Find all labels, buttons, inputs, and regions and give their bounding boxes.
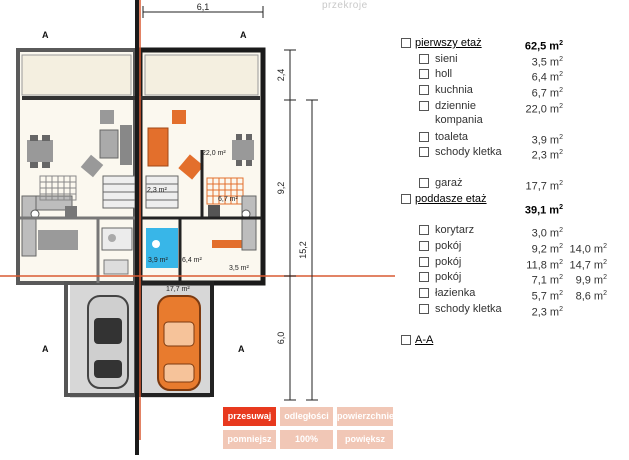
room-area: 3,5 m bbox=[531, 56, 560, 69]
move-button[interactable]: przesuwaj bbox=[223, 407, 276, 426]
room-row[interactable]: schody kletka 2,3 m2 bbox=[400, 145, 625, 176]
room-label: 6,7 m² bbox=[218, 196, 239, 203]
room-area: 11,8 m bbox=[526, 259, 560, 272]
room-row[interactable]: pokój 9,2 m2 14,0 m2 bbox=[400, 239, 625, 255]
room-row[interactable]: sieni 3,5 m2 bbox=[400, 52, 625, 68]
room-label: schody kletka bbox=[435, 302, 502, 315]
room-checkbox[interactable] bbox=[419, 131, 429, 142]
room-row[interactable]: kuchnia 6,7 m2 bbox=[400, 83, 625, 100]
section-mark-br: A bbox=[238, 344, 245, 354]
room-label: kuchnia bbox=[435, 84, 473, 97]
room-area: 6,4 m bbox=[531, 72, 560, 85]
room-area: 22,0 m bbox=[525, 103, 560, 116]
room-checkbox[interactable] bbox=[419, 256, 429, 267]
section-mark-tl: A bbox=[42, 30, 49, 40]
surfaces-button[interactable]: powierzchnie bbox=[337, 407, 394, 426]
room-label: sieni bbox=[435, 52, 458, 65]
room-area: 5,7 m bbox=[531, 290, 560, 303]
ground-floor-row[interactable]: pierwszy etaż 62,5 m2 bbox=[400, 36, 625, 53]
section-mark-bl: A bbox=[42, 344, 49, 354]
room-label: 2,3 m² bbox=[147, 187, 168, 194]
room-row[interactable]: dziennie kompania 22,0 m2 bbox=[400, 99, 625, 130]
room-area-total: 14,0 m bbox=[569, 243, 604, 256]
dim-right-total: 15,2 bbox=[298, 241, 308, 259]
room-checkbox[interactable] bbox=[419, 53, 429, 64]
room-label: 17,7 m² bbox=[166, 286, 190, 293]
room-checkbox[interactable] bbox=[419, 85, 429, 96]
room-label: toaleta bbox=[435, 130, 469, 143]
room-areas-panel: pierwszy etaż 62,5 m2 sieni 3,5 m2 holl … bbox=[400, 36, 625, 348]
room-checkbox[interactable] bbox=[419, 303, 429, 314]
section-aa-row[interactable]: A-A bbox=[400, 333, 625, 349]
room-row[interactable]: pokój 7,1 m2 9,9 m2 bbox=[400, 270, 625, 287]
room-checkbox[interactable] bbox=[419, 147, 429, 158]
dim-right-a: 2,4 bbox=[276, 69, 286, 82]
room-label: korytarz bbox=[435, 224, 475, 237]
room-label: pokój bbox=[435, 239, 462, 252]
room-label: 22,0 m² bbox=[202, 150, 226, 157]
room-checkbox[interactable] bbox=[419, 272, 429, 283]
attic-floor-row[interactable]: poddasze etaż 39,1 m2 bbox=[400, 192, 625, 223]
room-label: holl bbox=[435, 68, 453, 81]
zoom-reset-button[interactable]: 100% bbox=[280, 430, 333, 449]
room-row[interactable]: garaż 17,7 m2 bbox=[400, 176, 625, 194]
section-aa-checkbox[interactable] bbox=[401, 334, 411, 345]
room-area-total: 14,7 m bbox=[569, 259, 604, 272]
room-checkbox[interactable] bbox=[419, 100, 429, 111]
room-area-total: 8,6 m bbox=[575, 290, 604, 303]
ground-floor-title[interactable]: pierwszy etaż bbox=[415, 37, 482, 49]
room-label: 6,4 m² bbox=[182, 257, 203, 264]
room-label: schody kletka bbox=[435, 146, 502, 159]
room-checkbox[interactable] bbox=[419, 240, 429, 251]
attic-floor-checkbox[interactable] bbox=[401, 194, 411, 205]
room-area: 2,3 m bbox=[531, 306, 560, 319]
room-row[interactable]: schody kletka 2,3 m2 bbox=[400, 302, 625, 333]
dim-right-b: 9,2 bbox=[276, 182, 286, 195]
room-area: 6,7 m bbox=[531, 87, 560, 100]
section-mark-tr: A bbox=[240, 30, 247, 40]
room-row[interactable]: korytarz 3,0 m2 bbox=[400, 223, 625, 240]
room-row[interactable]: holl 6,4 m2 bbox=[400, 67, 625, 85]
room-area: 3,9 m bbox=[531, 134, 560, 147]
attic-floor-title[interactable]: poddasze etaż bbox=[415, 193, 487, 206]
dim-top: 6,1 bbox=[197, 2, 210, 12]
room-checkbox[interactable] bbox=[419, 225, 429, 236]
room-label: 3,5 m² bbox=[229, 265, 250, 272]
room-label: łazienka bbox=[435, 286, 476, 299]
room-label: dziennie kompania bbox=[435, 99, 483, 126]
room-area: 9,2 m bbox=[531, 243, 560, 256]
zoom-in-button[interactable]: powiększ bbox=[337, 430, 393, 449]
room-label: 3,9 m² bbox=[148, 257, 169, 264]
sections-tab[interactable]: przekroje bbox=[322, 0, 368, 11]
room-area: 2,3 m bbox=[531, 150, 560, 163]
room-row[interactable]: pokój 11,8 m2 14,7 m2 bbox=[400, 255, 625, 271]
ground-floor-checkbox[interactable] bbox=[401, 38, 411, 48]
section-aa-title[interactable]: A-A bbox=[415, 333, 434, 346]
room-label: garaż bbox=[435, 177, 463, 190]
room-checkbox[interactable] bbox=[419, 69, 429, 80]
room-area: 17,7 m bbox=[525, 181, 560, 194]
room-row[interactable]: toaleta 3,9 m2 bbox=[400, 130, 625, 146]
room-area-total: 9,9 m bbox=[575, 274, 604, 287]
distances-button[interactable]: odległości bbox=[280, 407, 333, 426]
ground-floor-area: 62,5 m bbox=[524, 40, 560, 53]
floor-plan[interactable]: 6,1 2,4 9,2 15,2 6,0 A A A A 22,0 m² 2,3… bbox=[0, 0, 395, 460]
room-area: 3,0 m bbox=[531, 227, 560, 240]
room-label: pokój bbox=[435, 255, 462, 268]
room-checkbox[interactable] bbox=[419, 287, 429, 298]
room-row[interactable]: łazienka 5,7 m2 8,6 m2 bbox=[400, 286, 625, 303]
room-checkbox[interactable] bbox=[419, 178, 429, 189]
room-area: 7,1 m bbox=[531, 274, 560, 287]
dim-right-c: 6,0 bbox=[276, 332, 286, 345]
attic-floor-area: 39,1 m bbox=[524, 204, 560, 217]
room-label: pokój bbox=[435, 271, 462, 284]
zoom-out-button[interactable]: pomniejsz bbox=[223, 430, 276, 449]
